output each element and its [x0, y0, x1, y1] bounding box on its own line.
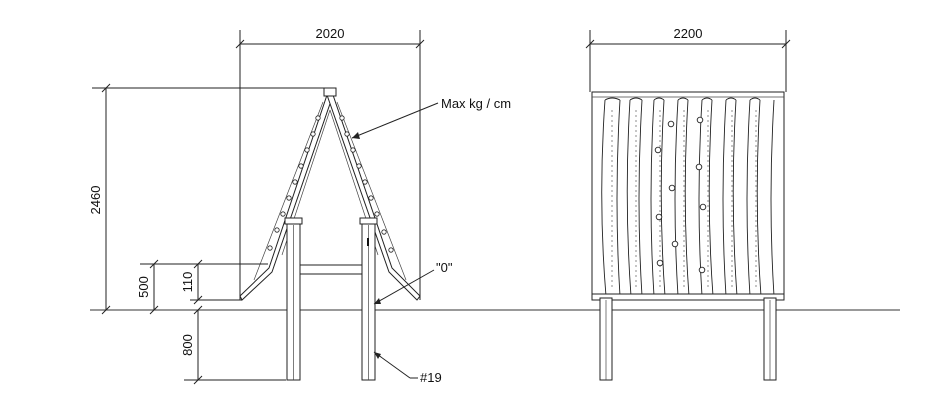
- dim-ground-height: 500: [136, 276, 151, 298]
- front-view: 2200: [585, 26, 791, 381]
- label-part-number: #19: [420, 370, 442, 385]
- wall-panel: [591, 91, 785, 299]
- front-left-leg: [599, 297, 613, 381]
- dim-post-offset: 110: [180, 272, 195, 293]
- wall-holds: [654, 116, 707, 274]
- label-zero-mark: "0": [436, 260, 453, 275]
- cross-beam: [299, 264, 363, 275]
- side-view: 2020 2460 500 110 800 Max kg / cm "0": [88, 26, 511, 385]
- label-max-load: Max kg / cm: [441, 96, 511, 111]
- right-slope-holds: [339, 115, 394, 253]
- front-right-leg: [763, 297, 777, 381]
- right-post: [359, 217, 378, 381]
- dim-foundation-depth: 800: [180, 334, 195, 356]
- dim-front-width: 2200: [674, 26, 703, 41]
- left-slope-holds: [267, 115, 321, 251]
- apex-cap: [323, 87, 337, 97]
- dim-side-width: 2020: [316, 26, 345, 41]
- dim-total-height: 2460: [88, 186, 103, 215]
- left-post: [284, 217, 303, 381]
